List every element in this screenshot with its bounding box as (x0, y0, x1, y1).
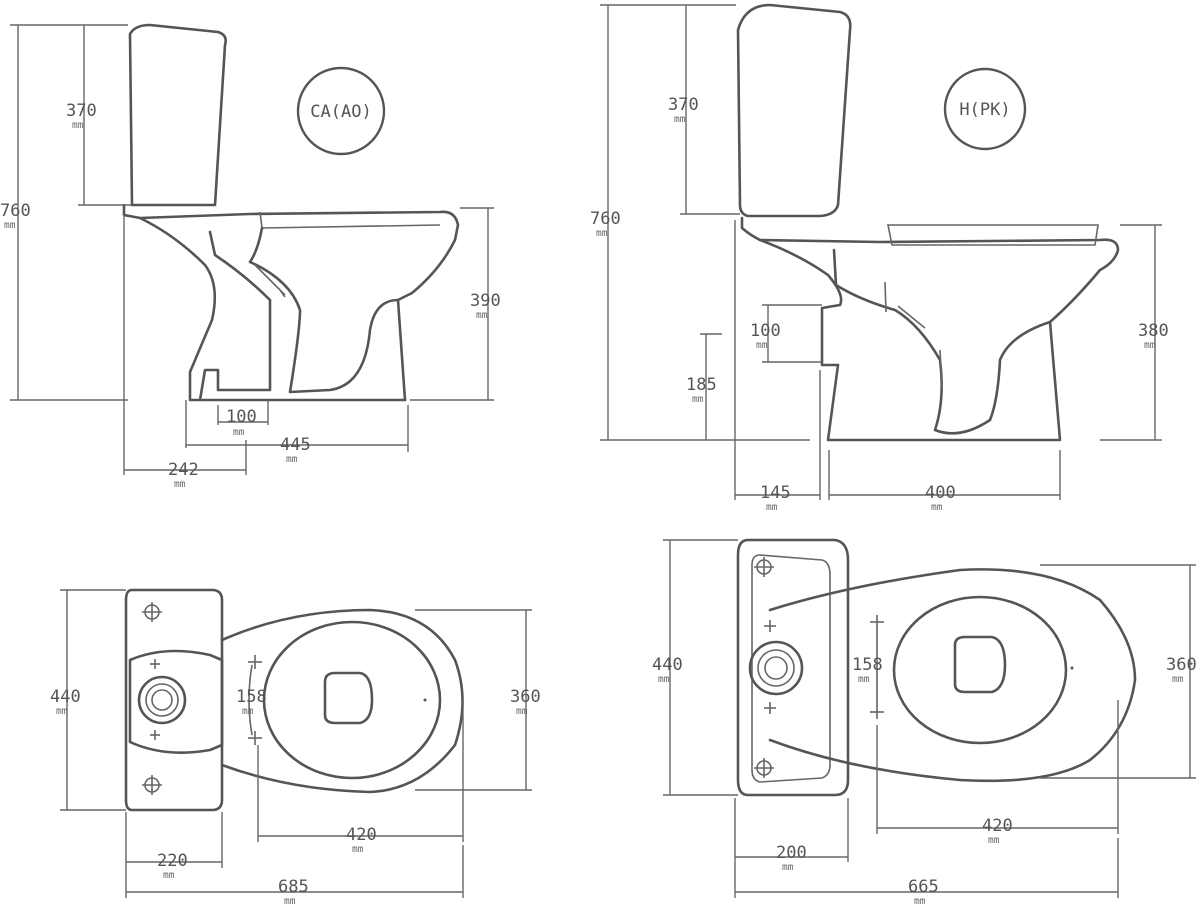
ca-side-view: 760 mm 370 mm 390 mm 100 mm 445 mm 242 m… (0, 23, 501, 490)
unit-label: mm (858, 674, 870, 685)
unit-label: mm (72, 120, 84, 131)
h-top-tank (736, 538, 850, 797)
h-pk-label: H(PK) (959, 100, 1010, 120)
ca-top-bolt-spacing: 158 (236, 687, 267, 707)
h-top-seat-opening (892, 595, 1068, 745)
unit-label: mm (516, 706, 528, 717)
unit-label: mm (352, 844, 364, 855)
ca-top-width: 440 (50, 687, 81, 707)
unit-label: mm (56, 706, 68, 717)
unit-label: mm (1144, 340, 1156, 351)
ca-bowl-rim (122, 203, 460, 402)
h-top-seat-hole (953, 635, 1007, 694)
ca-trap-detail (254, 264, 286, 298)
unit-label: mm (931, 502, 943, 513)
h-top-bowl (768, 568, 1137, 783)
unit-label: mm (284, 896, 296, 907)
h-side-view: 760 mm 370 mm 100 mm 185 mm 145 mm 400 m… (590, 3, 1169, 513)
ca-bowl-curve (248, 226, 400, 394)
ca-ao-badge: CA(AO) (296, 66, 386, 156)
unit-label: mm (596, 228, 608, 239)
h-trap-detail (884, 281, 943, 391)
unit-label: mm (476, 310, 488, 321)
h-top-bolt-marks (754, 557, 884, 778)
unit-label: mm (174, 479, 186, 490)
h-side-outlet-height: 185 (686, 375, 717, 395)
h-side-bowl-height: 380 (1138, 321, 1169, 341)
h-top-tank-depth: 200 (776, 843, 807, 863)
unit-label: mm (4, 220, 16, 231)
ca-tank-outline (128, 23, 227, 207)
h-top-total-length: 665 (908, 877, 939, 897)
unit-label: mm (766, 502, 778, 513)
ca-side-depth: 445 (280, 435, 311, 455)
h-top-bolt-spacing: 158 (852, 655, 883, 675)
h-top-tank-inner (751, 554, 831, 783)
ca-top-plate (128, 649, 224, 754)
h-side-tank-height: 370 (668, 95, 699, 115)
h-side-total-height: 760 (590, 209, 621, 229)
ca-top-bolt-marks (142, 602, 262, 795)
unit-label: mm (233, 427, 245, 438)
h-side-outlet-offset: 145 (760, 483, 791, 503)
unit-label: mm (163, 870, 175, 881)
ca-top-tank-depth: 220 (157, 851, 188, 871)
ca-top-view: 440 mm 158 mm 360 mm 420 mm 220 mm 685 m… (50, 588, 541, 907)
ca-side-tank-height: 370 (66, 101, 97, 121)
ca-trapway (138, 216, 407, 402)
unit-label: mm (286, 454, 298, 465)
unit-label: mm (242, 706, 254, 717)
h-top-flush-valve (748, 640, 804, 696)
h-bowl-rim (740, 216, 1120, 442)
ca-top-seat-opening (262, 620, 442, 780)
ca-side-outlet-offset: 242 (168, 460, 199, 480)
h-pk-badge: H(PK) (943, 67, 1027, 151)
unit-label: mm (658, 674, 670, 685)
unit-label: mm (1172, 674, 1184, 685)
unit-label: mm (782, 862, 794, 873)
h-tank-outline (736, 3, 852, 218)
ca-top-bowl-width: 360 (510, 687, 541, 707)
ca-top-bowl-length: 420 (346, 825, 377, 845)
ca-ao-label: CA(AO) (310, 102, 371, 122)
h-trapway (758, 238, 843, 367)
ca-top-tank (124, 588, 224, 812)
unit-label: mm (988, 835, 1000, 846)
h-top-view: 440 mm 158 mm 360 mm 420 mm 200 mm 665 m… (652, 538, 1197, 907)
unit-label: mm (674, 114, 686, 125)
unit-label: mm (692, 394, 704, 405)
h-top-bowl-length: 420 (982, 816, 1013, 836)
h-side-outlet: 100 (750, 321, 781, 341)
h-trap-inner (832, 248, 1052, 435)
unit-label: mm (756, 340, 768, 351)
h-top-bowl-width: 360 (1166, 655, 1197, 675)
ca-side-bowl-height: 390 (470, 291, 501, 311)
ca-side-outlet: 100 (226, 407, 257, 427)
ca-side-total-height: 760 (0, 201, 31, 221)
h-top-width: 440 (652, 655, 683, 675)
h-side-base-length: 400 (925, 483, 956, 503)
ca-top-flush-valve (137, 675, 187, 725)
unit-label: mm (914, 896, 926, 907)
ca-top-total-length: 685 (278, 877, 309, 897)
h-rim-inner (887, 224, 1099, 246)
ca-top-seat-hole (323, 671, 374, 725)
ca-trap-inner (198, 230, 272, 402)
